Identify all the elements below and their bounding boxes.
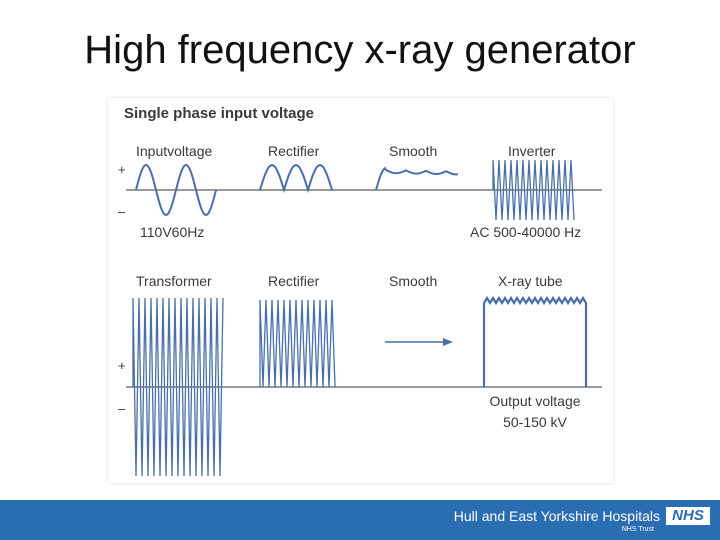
- inverter-hf-wave: [492, 159, 575, 221]
- input-voltage-caption: 110V60Hz: [140, 224, 204, 240]
- slide-title: High frequency x-ray generator: [84, 28, 636, 72]
- footer-org-sub: NHS Trust: [621, 526, 654, 533]
- nhs-logo: NHS: [666, 507, 710, 525]
- inverter-frequency-caption: AC 500-40000 Hz: [470, 224, 581, 240]
- stage-label-input: Inputvoltage: [136, 143, 212, 159]
- transformer-hv-wave: [132, 297, 224, 477]
- stage-label-rectifier-2: Rectifier: [268, 273, 320, 289]
- stage-label-smooth-1: Smooth: [389, 143, 437, 159]
- output-dc-voltage: [482, 295, 588, 387]
- stage-label-transformer: Transformer: [136, 273, 212, 289]
- diagram-canvas: Single phase input voltage Inputvoltage …: [118, 105, 602, 477]
- footer-org-name: Hull and East Yorkshire Hospitals: [453, 508, 660, 524]
- minus-sign-row1: –: [118, 204, 126, 219]
- stage-label-inverter: Inverter: [508, 143, 556, 159]
- stage-label-rectifier-1: Rectifier: [268, 143, 320, 159]
- input-sine-wave: [135, 163, 217, 217]
- output-kv-caption: 50-150 kV: [503, 414, 567, 430]
- footer-bar: Hull and East Yorkshire Hospitals NHS Tr…: [0, 500, 720, 540]
- smoothing-arrow: [385, 338, 453, 346]
- stage-label-smooth-2: Smooth: [389, 273, 437, 289]
- generator-diagram: Single phase input voltage Inputvoltage …: [108, 98, 613, 483]
- minus-sign-row2: –: [118, 401, 126, 416]
- diagram-heading: Single phase input voltage: [124, 105, 314, 122]
- rectified-hv-wave: [259, 299, 336, 388]
- stage-label-xray-tube: X-ray tube: [498, 273, 563, 289]
- plus-sign-row2: +: [118, 358, 126, 373]
- smoothed-wave-row1: [375, 166, 459, 191]
- plus-sign-row1: +: [118, 162, 126, 177]
- rectified-wave-row1: [259, 163, 333, 194]
- output-voltage-caption: Output voltage: [489, 393, 580, 409]
